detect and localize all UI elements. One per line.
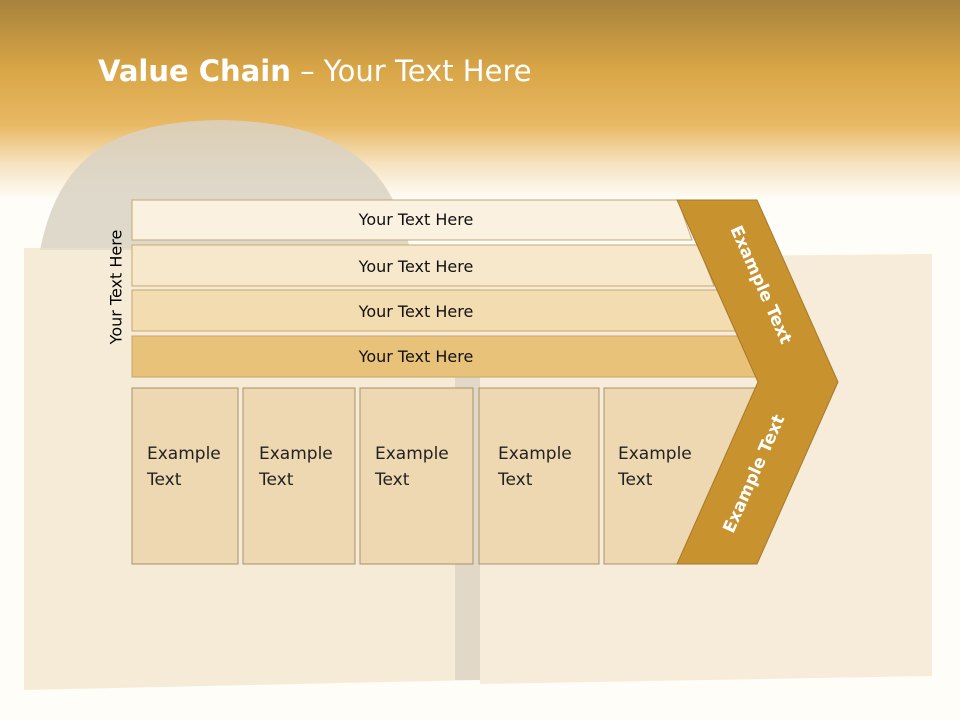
bar-1-label: Your Text Here xyxy=(358,210,474,229)
column-3-line2: Text xyxy=(374,470,410,490)
bar-3-label: Your Text Here xyxy=(358,302,474,321)
column-4-line2: Text xyxy=(497,470,533,490)
column-2 xyxy=(242,387,356,565)
column-5-line1: Example xyxy=(618,444,692,464)
column-2-line1: Example xyxy=(259,444,333,464)
column-3-line1: Example xyxy=(375,444,449,464)
column-1-line2: Text xyxy=(146,470,182,490)
chevron-arrow xyxy=(676,199,839,565)
svg-text:Example: Example xyxy=(148,636,222,656)
column-3 xyxy=(359,387,474,565)
svg-text:Text: Text xyxy=(167,658,203,678)
column-1-line1: Example xyxy=(147,444,221,464)
bar-2-label: Your Text Here xyxy=(358,257,474,276)
column-2-line2: Text xyxy=(258,470,294,490)
column-4-line1: Example xyxy=(498,444,572,464)
bar-1 xyxy=(131,199,693,241)
column-1 xyxy=(131,387,239,565)
page-title: Value Chain – Your Text Here xyxy=(98,54,532,88)
column-5-line2: Text xyxy=(617,470,653,490)
bar-2 xyxy=(131,244,715,287)
bar-4-label: Your Text Here xyxy=(358,347,474,366)
column-4 xyxy=(478,387,600,565)
